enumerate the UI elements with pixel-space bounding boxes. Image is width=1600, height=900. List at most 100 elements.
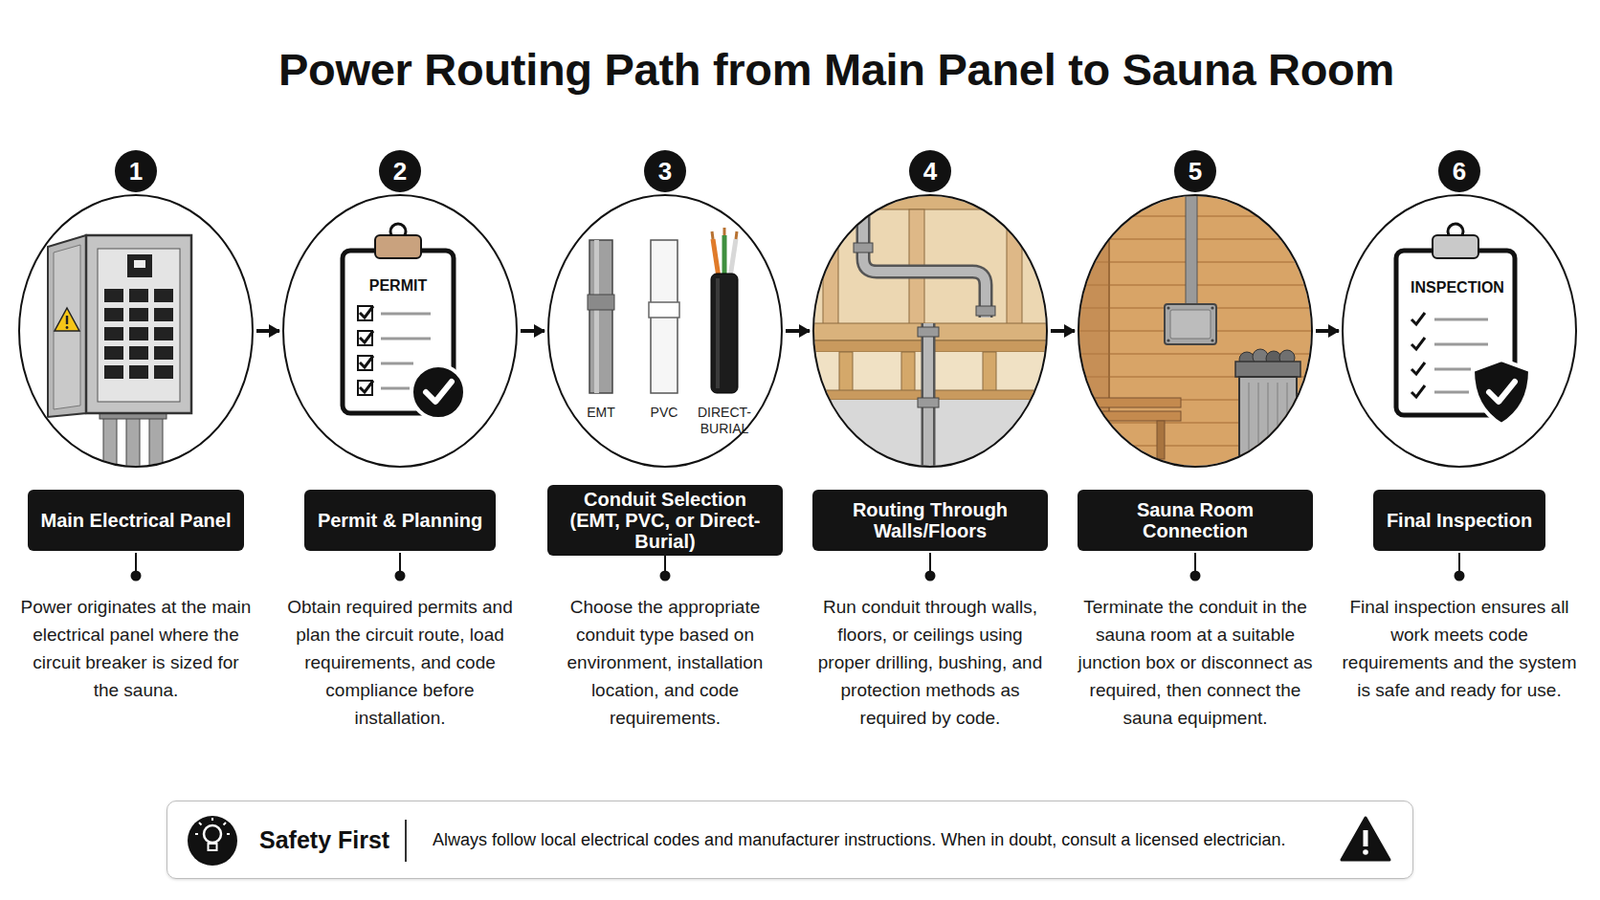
inspection-illustration-part [1342, 195, 1577, 467]
flow-arrow [785, 329, 810, 334]
heading-stubs [132, 553, 1465, 581]
banner-separator [404, 820, 407, 863]
bulb-icon-part [195, 818, 230, 835]
panel-drawing-part [129, 346, 149, 360]
conduit-name: EMT [586, 404, 616, 421]
conduit-drawing-part [712, 239, 719, 278]
banner-text: Always follow local electrical codes and… [432, 830, 1323, 851]
permit-drawing-part [380, 362, 414, 366]
heading-stubs-part [661, 572, 670, 581]
panel-drawing-part [47, 235, 87, 418]
conduit-drawing-part [711, 227, 737, 240]
permit-drawing-part [359, 331, 374, 343]
inspection-illustration [1342, 195, 1577, 467]
permit-drawing-part [359, 306, 374, 318]
conduit-illustration [548, 195, 782, 467]
callout-number: 2 [378, 150, 422, 193]
clipboard-title: INSPECTION [1410, 279, 1505, 297]
panel-illustration [19, 195, 253, 489]
conduit-drawing-part [587, 294, 615, 311]
conduit-name: DIRECT-BURIAL [693, 404, 756, 438]
routing-drawing-part [917, 327, 939, 337]
sauna-drawing-part [1210, 306, 1214, 310]
step-description: Terminate the conduit in the sauna room … [1077, 593, 1313, 733]
heading-stubs-part [396, 572, 405, 581]
panel-drawing-part [104, 308, 124, 322]
permit-drawing-part [375, 235, 422, 259]
inspection-drawing-part [1411, 362, 1425, 375]
sauna-illustration-part [1078, 195, 1312, 467]
panel-drawing-part [127, 254, 153, 278]
panel-drawing-part [129, 288, 149, 303]
panel-drawing-part [154, 327, 174, 341]
sauna-drawing-part [1075, 398, 1181, 408]
warning-icon [1341, 818, 1390, 861]
sauna-drawing [1075, 187, 1315, 483]
sauna-drawing-part [1166, 306, 1170, 310]
bulb-icon-part [203, 825, 222, 844]
step-description: Choose the appropriate conduit type base… [547, 593, 783, 733]
conduit-drawing-part [715, 278, 720, 389]
heading-stubs-part [1455, 572, 1465, 581]
heading-slot: Main Electrical Panel [18, 489, 254, 552]
panel-drawing-part [104, 346, 124, 360]
conduit-drawing-part [730, 239, 736, 278]
permit-drawing-part [380, 337, 431, 341]
panel-drawing-part [104, 365, 124, 379]
bulb-icon-part [208, 844, 218, 851]
conduit-drawing-part [594, 240, 600, 394]
inspection-drawing-part [1411, 312, 1425, 325]
step-heading: Routing Through Walls/Floors [812, 489, 1048, 552]
panel-drawing-part [66, 326, 69, 330]
routing-drawing [810, 187, 1050, 477]
warning-icon-part [1363, 830, 1369, 847]
inspection-drawing-part [1432, 235, 1479, 259]
step-node: Conduit Selection (EMT, PVC, or Direct-B… [547, 194, 783, 736]
inspection-drawing-part [1488, 381, 1515, 402]
panel-drawing-part [86, 235, 192, 414]
panel-drawing-part [129, 327, 149, 341]
callout-number: 4 [909, 150, 952, 193]
heading-slot: Routing Through Walls/Floors [812, 489, 1048, 552]
routing-drawing-part [976, 306, 996, 316]
inspection-drawing-part [1411, 385, 1425, 398]
permit-drawing-part [359, 355, 374, 368]
panel-illustration-part [19, 195, 253, 467]
panel-drawing [47, 235, 192, 489]
step-node: Routing Through Walls/FloorsRun conduit … [812, 194, 1048, 736]
permit-drawing-part [380, 312, 431, 316]
panel-drawing-part [97, 248, 180, 402]
conduit-drawing-part [711, 273, 738, 394]
banner-heading: Safety First [259, 826, 390, 855]
step-node: Sauna Room ConnectionTerminate the condu… [1077, 194, 1313, 736]
heading-stubs-part [1191, 572, 1200, 581]
inspection-drawing-part [1434, 343, 1489, 347]
warning-icon-part [1341, 818, 1390, 861]
permit-illustration-part [283, 195, 517, 467]
step-node: Final InspectionFinal inspection ensures… [1341, 194, 1578, 709]
callout-number: 6 [1438, 150, 1481, 193]
conduit-name: PVC [650, 404, 679, 421]
inspection-drawing-part [1434, 391, 1469, 395]
flow-arrow [1050, 329, 1075, 334]
callout-number: 3 [644, 150, 687, 193]
panel-drawing-part [104, 288, 124, 303]
routing-drawing-part [810, 192, 1050, 327]
routing-drawing-part [853, 243, 873, 253]
inspection-drawing-part [1434, 368, 1471, 372]
sauna-drawing-part [1166, 338, 1170, 342]
step-description: Final inspection ensures all work meets … [1341, 593, 1578, 705]
permit-drawing-part [425, 381, 452, 402]
sauna-drawing-part [1164, 304, 1217, 345]
panel-drawing-part [154, 308, 174, 322]
step-heading: Main Electrical Panel [27, 489, 245, 552]
step-description: Obtain required permits and plan the cir… [282, 593, 518, 733]
sauna-drawing-part [1170, 310, 1211, 339]
bulb-icon [187, 816, 238, 867]
sauna-drawing-part [1185, 187, 1198, 307]
panel-drawing-part [53, 244, 81, 410]
callout-number: 1 [114, 150, 157, 193]
flow-arrow [520, 329, 545, 334]
